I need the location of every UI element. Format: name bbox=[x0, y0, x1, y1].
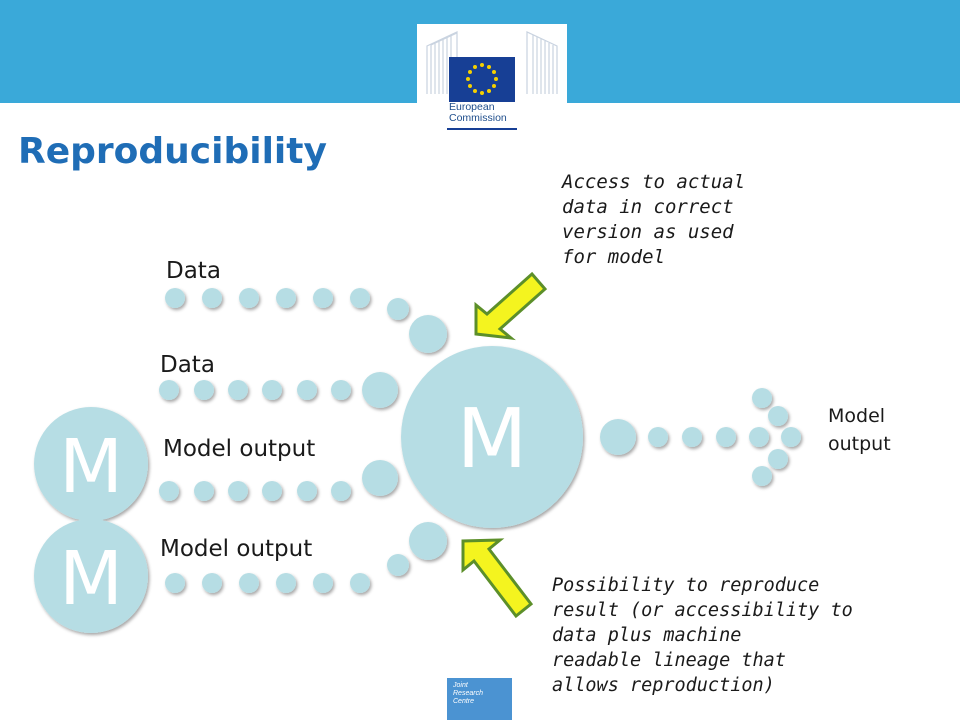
flow-dot bbox=[752, 388, 772, 408]
flow-dot bbox=[239, 288, 259, 308]
flow-dot bbox=[768, 449, 788, 469]
flow-dot bbox=[600, 419, 636, 455]
flow-dot bbox=[276, 288, 296, 308]
input-label-data-2: Data bbox=[160, 352, 215, 378]
flow-dot bbox=[262, 380, 282, 400]
flow-dot bbox=[362, 372, 398, 408]
flow-dot bbox=[768, 406, 788, 426]
flow-dot bbox=[159, 481, 179, 501]
center-model-circle bbox=[401, 346, 583, 528]
flow-dot bbox=[716, 427, 736, 447]
left-model-circle-2 bbox=[34, 519, 148, 633]
page-title: Reproducibility bbox=[18, 131, 327, 172]
note-reproduce: Possibility to reproduce result (or acce… bbox=[552, 575, 853, 696]
flow-dot bbox=[409, 315, 447, 353]
flow-dot bbox=[752, 466, 772, 486]
input-label-model-output-2: Model output bbox=[160, 536, 313, 562]
yellow-arrow-down-icon bbox=[474, 271, 548, 341]
ec-building-icon bbox=[417, 24, 567, 132]
flow-dot bbox=[331, 380, 351, 400]
flow-dot bbox=[387, 298, 409, 320]
flow-dot bbox=[350, 573, 370, 593]
logo-line-2: Commission bbox=[449, 112, 507, 124]
flow-dot bbox=[262, 481, 282, 501]
flow-dot bbox=[228, 481, 248, 501]
flow-dot bbox=[648, 427, 668, 447]
left-model-letter-2: M bbox=[59, 536, 123, 622]
flow-dot bbox=[749, 427, 769, 447]
flow-dot bbox=[159, 380, 179, 400]
jrc-logo-text: Joint Research Centre bbox=[453, 682, 483, 705]
flow-dot bbox=[682, 427, 702, 447]
flow-dot bbox=[350, 288, 370, 308]
left-model-letter-1: M bbox=[59, 424, 123, 510]
flow-dot bbox=[409, 522, 447, 560]
flow-dot bbox=[297, 380, 317, 400]
flow-dot bbox=[297, 481, 317, 501]
yellow-arrow-up-icon bbox=[461, 538, 534, 619]
flow-dot bbox=[313, 573, 333, 593]
flow-dot bbox=[331, 481, 351, 501]
note-data-access: Access to actual data in correct version… bbox=[562, 171, 746, 268]
flow-dot bbox=[194, 481, 214, 501]
flow-dot bbox=[165, 573, 185, 593]
flow-dot bbox=[276, 573, 296, 593]
left-model-circle-1 bbox=[34, 407, 148, 521]
input-label-data-1: Data bbox=[166, 258, 221, 284]
jrc-logo: Joint Research Centre bbox=[447, 678, 512, 720]
flow-dot bbox=[202, 288, 222, 308]
output-label: Model output bbox=[828, 405, 891, 455]
flow-dot bbox=[781, 427, 801, 447]
flow-dot bbox=[165, 288, 185, 308]
flow-dot bbox=[387, 554, 409, 576]
flow-dot bbox=[202, 573, 222, 593]
european-commission-logo: European Commission bbox=[417, 24, 567, 132]
input-label-model-output-1: Model output bbox=[163, 436, 316, 462]
flow-dot bbox=[362, 460, 398, 496]
logo-line-1: European bbox=[449, 101, 495, 113]
flow-dot bbox=[239, 573, 259, 593]
logo-text: European Commission bbox=[449, 102, 507, 124]
center-model-letter: M bbox=[457, 392, 528, 487]
flow-dot bbox=[228, 380, 248, 400]
flow-dot bbox=[194, 380, 214, 400]
flow-dot bbox=[313, 288, 333, 308]
